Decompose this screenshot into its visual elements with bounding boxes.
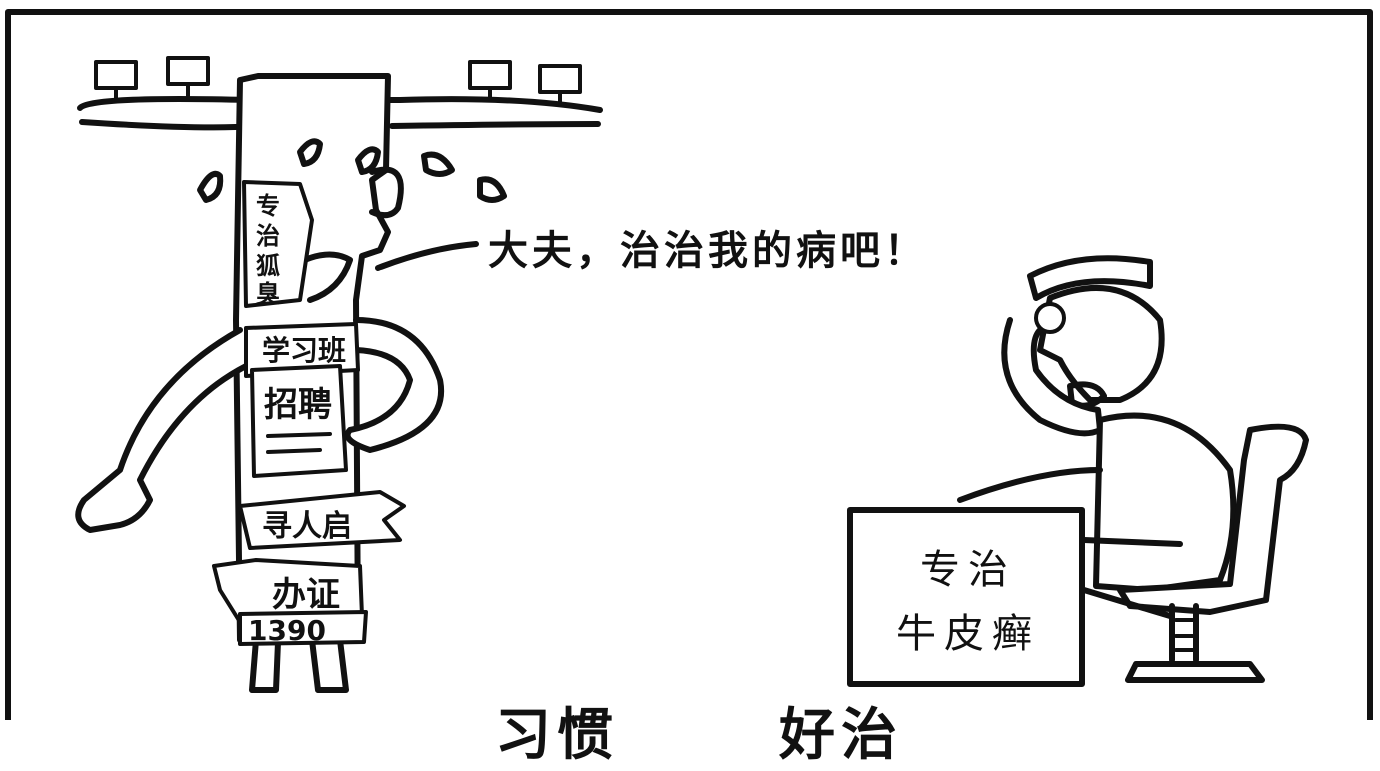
insulators	[94, 56, 582, 106]
doctor-character	[957, 255, 1309, 683]
pole-crossbar	[77, 96, 603, 113]
poster-1-text-c: 狐	[256, 252, 280, 280]
speech-text: 大夫，治治我的病吧！	[488, 228, 928, 274]
poster-1-text-d: 臭	[256, 280, 280, 308]
caption-left: 习惯	[495, 703, 619, 768]
poster-6-text: 1390	[248, 614, 326, 647]
poster-6: 1390	[238, 610, 368, 647]
poster-2-text: 学习班	[262, 334, 346, 367]
cartoon-caption: 习惯 好治	[495, 690, 903, 771]
frame-border	[5, 9, 1373, 720]
desk-sign-line2: 牛皮癣	[896, 611, 1040, 657]
poster-2: 学习班	[244, 322, 360, 378]
desk-sign-board	[847, 507, 1085, 687]
poster-5-text: 办证	[272, 575, 340, 615]
poster-1: 专 治 狐 臭	[242, 180, 314, 308]
poster-3-text: 招聘	[264, 385, 332, 425]
poster-4: 寻人启	[238, 490, 406, 550]
desk-sign-text: 专治 牛皮癣	[858, 538, 1078, 666]
poster-3: 招聘	[250, 364, 348, 478]
cartoon-illustration: 专 治 狐 臭 学习班 招聘 寻人启 办证 1390	[5, 9, 1373, 720]
cartoon-stage: 专 治 狐 臭 学习班 招聘 寻人启 办证 1390	[5, 9, 1373, 768]
speech-connector	[375, 241, 479, 271]
desk-sign-line1: 专治	[920, 547, 1016, 593]
poster-4-text: 寻人启	[262, 509, 352, 544]
poster-1-text-b: 治	[256, 222, 280, 250]
poster-1-text-a: 专	[256, 192, 280, 220]
caption-right: 好治	[779, 703, 903, 768]
